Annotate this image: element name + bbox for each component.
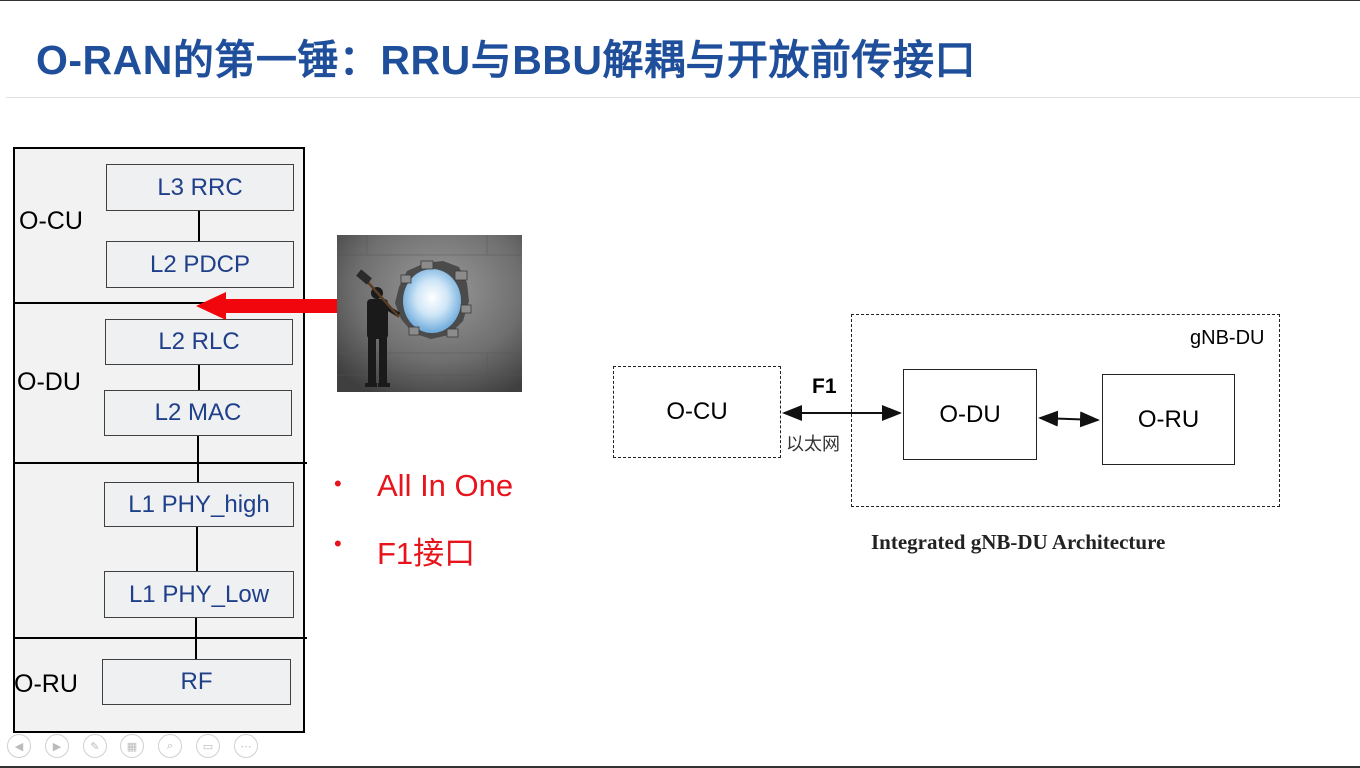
layer-l3-rrc: L3 RRC — [106, 164, 294, 211]
slides-icon[interactable]: ▦ — [120, 734, 144, 758]
pen-icon[interactable]: ✎ — [83, 734, 107, 758]
bullet-text: All In One — [377, 468, 514, 503]
title-divider — [6, 97, 1360, 98]
breaking-wall-illustration — [337, 235, 522, 392]
label-o-cu: O-CU — [19, 207, 83, 235]
ethernet-label: 以太网 — [786, 434, 840, 454]
page-title: O-RAN的第一锤：RRU与BBU解耦与开放前传接口 — [36, 37, 977, 83]
label-o-du: O-DU — [17, 368, 81, 396]
odu-phy-divider — [13, 462, 307, 464]
stack-connector — [198, 364, 200, 391]
layer-l1-phy-high: L1 PHY_high — [104, 482, 294, 527]
frame-bottom-border — [0, 766, 1360, 768]
layer-l2-mac: L2 MAC — [104, 390, 292, 436]
label-o-ru: O-RU — [14, 670, 78, 698]
o-ru-box: O-RU — [1102, 374, 1235, 465]
stack-connector — [197, 435, 199, 483]
subtitle-icon[interactable]: ▭ — [196, 734, 220, 758]
diagram-caption: Integrated gNB-DU Architecture — [871, 530, 1166, 554]
split-point-arrow — [196, 292, 338, 320]
o-cu-box: O-CU — [613, 366, 781, 458]
gnb-du-label: gNB-DU — [1190, 327, 1265, 349]
stack-connector — [196, 526, 198, 572]
f1-label: F1 — [812, 375, 837, 398]
breaking-wall-photo — [337, 235, 522, 392]
layer-l2-pdcp: L2 PDCP — [106, 241, 294, 288]
layer-l2-rlc: L2 RLC — [105, 319, 293, 365]
ocu-odu-divider — [13, 302, 307, 304]
phy-oru-divider — [13, 637, 307, 639]
layer-rf: RF — [102, 659, 291, 705]
stack-connector — [195, 617, 197, 661]
bullet-text: F1接口 — [377, 536, 476, 571]
zoom-icon[interactable]: ⌕ — [158, 734, 182, 758]
frame-top-border — [0, 0, 1360, 1]
o-cu-label: O-CU — [666, 398, 728, 425]
more-icon[interactable]: ⋯ — [234, 734, 258, 758]
o-du-box: O-DU — [903, 369, 1037, 460]
prev-icon[interactable]: ◀ — [7, 734, 31, 758]
stack-connector — [198, 210, 200, 242]
next-icon[interactable]: ▶ — [45, 734, 69, 758]
bullet-marker: • — [334, 471, 342, 496]
fronthaul-link-arrow — [1038, 410, 1100, 428]
layer-l1-phy-low: L1 PHY_Low — [104, 571, 294, 618]
bullet-marker: • — [334, 531, 342, 556]
